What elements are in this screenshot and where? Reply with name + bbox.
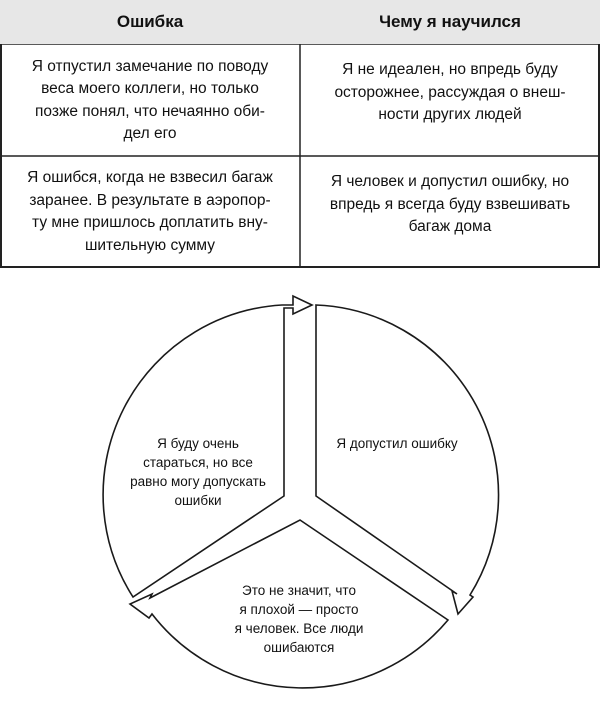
cycle-step-not-bad: Это не значит, что я плохой — просто я ч… [204,581,394,657]
text-line: ошибаются [263,640,335,655]
text-line: равно могу допускать [130,474,266,489]
text-line: веса моего коллеги, но только [41,80,259,97]
row2-mistake: Я ошибся, когда не взвесил багаж заранее… [0,157,300,267]
mistakes-table: Ошибка Чему я научился Я отпустил замеча… [0,0,600,268]
text-line: стараться, но все [143,455,253,470]
text-line: Я допустил ошибку [336,436,458,451]
text-line: позже понял, что нечаянно оби- [35,102,265,120]
text-line: ности других людей [378,106,522,123]
text-line: шительную сумму [84,236,216,254]
row1-mistake: Я отпустил замечание по поводу веса моег… [0,45,300,156]
text-line: багаж дома [408,218,492,235]
text-line: Это не значит, что [242,583,356,598]
text-line: я человек. Все люди [234,621,364,636]
header-mistake: Ошибка [0,0,300,44]
text-line: впредь я всегда буду взвешивать [329,195,571,213]
text-line: Я отпустил замечание по поводу [31,57,269,75]
row1-lesson: Я не идеален, но впредь буду осторожнее,… [300,45,600,156]
cycle-diagram: Я допустил ошибку Это не значит, что я п… [0,268,600,701]
arrow-right-segment [315,304,500,616]
text-line: Я буду очень [157,436,239,451]
text-line: я плохой — просто [239,602,359,617]
text-line: Я ошибся, когда не взвесил багаж [27,169,273,186]
cycle-step-mistake: Я допустил ошибку [322,434,472,453]
text-line: дел его [123,125,177,142]
text-line: ту мне пришлось доплатить вну- [32,214,268,231]
arrow-left-segment [102,294,314,599]
text-line: заранее. В результате в аэропор- [29,191,271,209]
header-lesson: Чему я научился [300,0,600,44]
text-line: осторожнее, рассуждая о внеш- [334,83,566,101]
cycle-circle [102,294,500,689]
text-line: Я не идеален, но впредь буду [342,61,558,78]
cycle-step-try-hard: Я буду очень стараться, но все равно мог… [118,434,278,510]
text-line: Я человек и допустил ошибку, но [330,173,570,190]
arrow-bottom-segment [128,519,450,689]
row2-lesson: Я человек и допустил ошибку, но впредь я… [300,157,600,267]
text-line: ошибки [174,493,222,508]
